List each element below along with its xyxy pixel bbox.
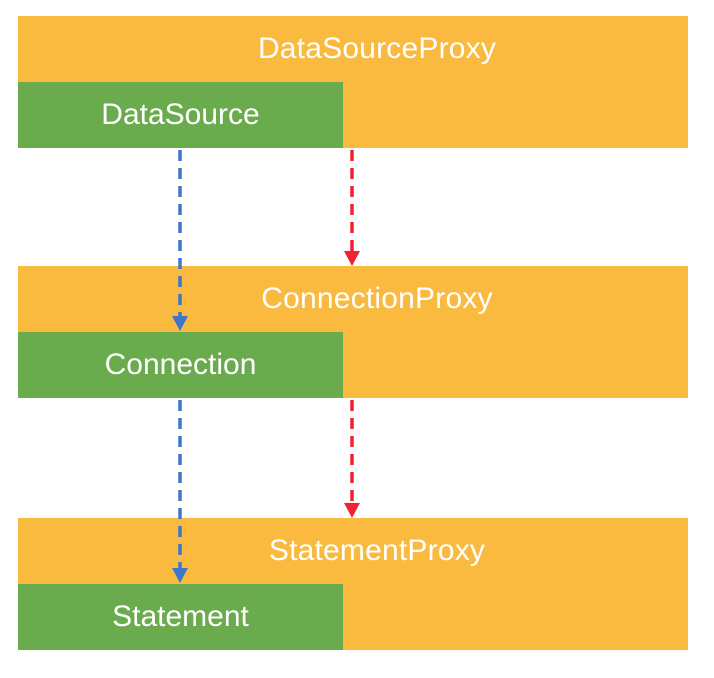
red-arrow-datasource-to-connectionproxy xyxy=(344,150,360,266)
inner-label: Connection xyxy=(104,348,257,381)
proxy-label: ConnectionProxy xyxy=(261,282,493,315)
connection-box: Connection xyxy=(18,332,343,398)
datasource-box: DataSource xyxy=(18,82,343,148)
inner-label: DataSource xyxy=(101,98,260,131)
inner-label: Statement xyxy=(112,600,249,633)
connection-proxy-box: ConnectionProxy Connection xyxy=(18,266,688,398)
datasource-proxy-box: DataSourceProxy DataSource xyxy=(18,16,688,148)
proxy-label: StatementProxy xyxy=(268,534,486,567)
red-arrow-connection-to-statementproxy xyxy=(344,400,360,518)
proxy-label: DataSourceProxy xyxy=(257,32,497,65)
statement-box: Statement xyxy=(18,584,343,650)
statement-proxy-box: StatementProxy Statement xyxy=(18,518,688,650)
